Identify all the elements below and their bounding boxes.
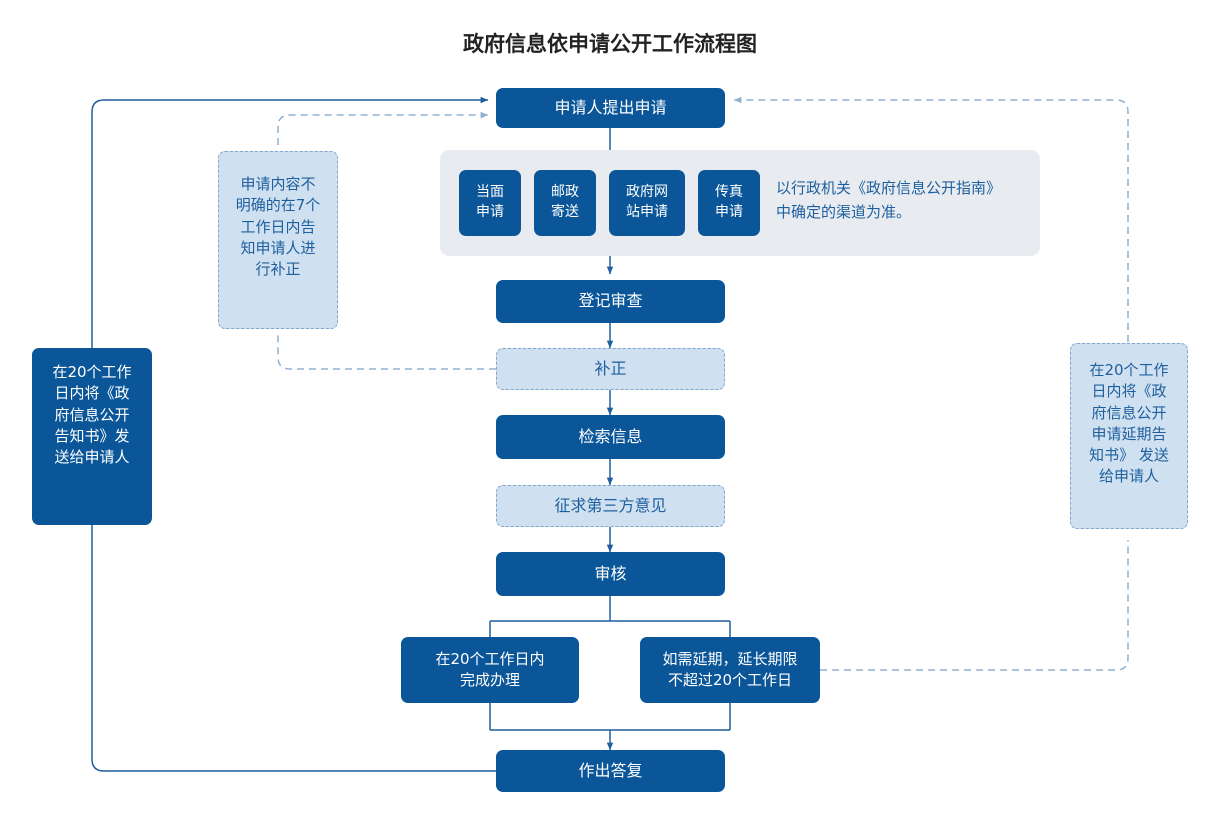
node-retrieve-info-label: 检索信息 xyxy=(578,426,643,446)
node-right-notice-label: 在20个工作 日内将《政 府信息公开 申请延期告 知书》 发送 给申请人 xyxy=(1089,361,1169,486)
node-channel-fax[interactable]: 传真 申请 xyxy=(698,170,760,236)
node-third-party-opinion-label: 征求第三方意见 xyxy=(554,495,667,515)
node-register-review[interactable]: 登记审查 xyxy=(496,280,725,323)
node-extension-label: 如需延期，延长期限 不超过20个工作日 xyxy=(662,649,798,689)
node-register-review-label: 登记审查 xyxy=(578,291,643,311)
wire-note-to-apply xyxy=(277,111,489,145)
wire-correction-to-note xyxy=(277,335,496,370)
node-apply-label: 申请人提出申请 xyxy=(554,97,667,117)
wire-extension-to-right-notice xyxy=(820,540,1129,671)
node-channel-in-person-label: 当面 申请 xyxy=(476,184,504,220)
node-audit[interactable]: 审核 xyxy=(496,552,725,596)
channel-note: 以行政机关《政府信息公开指南》 中确定的渠道为准。 xyxy=(776,179,1002,222)
node-third-party-opinion[interactable]: 征求第三方意见 xyxy=(496,485,725,527)
node-retrieve-info[interactable]: 检索信息 xyxy=(496,415,725,459)
node-apply[interactable]: 申请人提出申请 xyxy=(496,88,725,128)
page-title: 政府信息依申请公开工作流程图 xyxy=(463,32,757,56)
node-correction-note[interactable]: 申请内容不 明确的在7个 工作日内告 知申请人进 行补正 xyxy=(218,151,338,329)
node-left-notice-label: 在20个工作 日内将《政 府信息公开 告知书》发 送给申请人 xyxy=(52,363,132,467)
node-right-notice[interactable]: 在20个工作 日内将《政 府信息公开 申请延期告 知书》 发送 给申请人 xyxy=(1070,343,1188,529)
node-correction[interactable]: 补正 xyxy=(496,348,725,390)
node-channel-post-label: 邮政 寄送 xyxy=(551,184,579,220)
node-channel-in-person[interactable]: 当面 申请 xyxy=(459,170,521,236)
node-channel-website[interactable]: 政府网 站申请 xyxy=(609,170,685,236)
node-complete-in-20-days[interactable]: 在20个工作日内 完成办理 xyxy=(401,637,579,703)
node-complete-in-20-days-label: 在20个工作日内 完成办理 xyxy=(435,649,545,689)
node-left-notice[interactable]: 在20个工作 日内将《政 府信息公开 告知书》发 送给申请人 xyxy=(32,348,152,525)
node-correction-label: 补正 xyxy=(594,358,627,378)
node-correction-note-label: 申请内容不 明确的在7个 工作日内告 知申请人进 行补正 xyxy=(235,175,321,279)
node-reply[interactable]: 作出答复 xyxy=(496,750,725,792)
node-channel-website-label: 政府网 站申请 xyxy=(626,184,668,220)
node-channel-fax-label: 传真 申请 xyxy=(715,184,743,220)
node-reply-label: 作出答复 xyxy=(578,760,643,780)
node-extension[interactable]: 如需延期，延长期限 不超过20个工作日 xyxy=(640,637,820,703)
node-channel-post[interactable]: 邮政 寄送 xyxy=(534,170,596,236)
node-audit-label: 审核 xyxy=(594,563,627,583)
